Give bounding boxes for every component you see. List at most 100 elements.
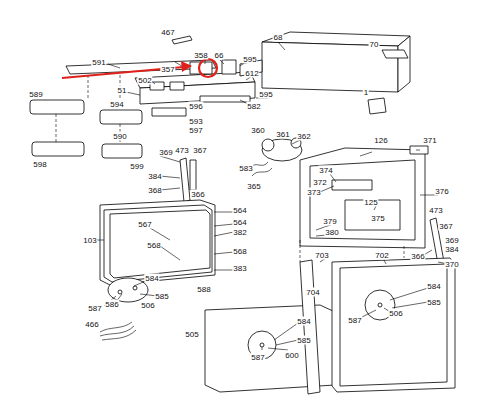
callout-number: 384 [147, 172, 162, 181]
dispenser [332, 180, 372, 190]
button [170, 82, 184, 90]
callout-number: 370 [444, 260, 459, 269]
callout-number: 375 [370, 214, 385, 223]
callout-number: 584 [144, 274, 159, 283]
callout-number: 467 [160, 28, 175, 37]
callout-number: 125 [363, 198, 378, 207]
callout-number: 382 [232, 228, 247, 237]
callout-number: 51 [117, 86, 128, 95]
hinge-arm [180, 158, 190, 202]
callout-number: 590 [112, 132, 127, 141]
highlight-arrowhead [181, 61, 192, 72]
callout-number: 564 [232, 218, 247, 227]
callout-number: 68 [273, 33, 284, 42]
callout-number: 380 [324, 228, 339, 237]
callout-number: 591 [91, 58, 106, 67]
callout-number: 505 [184, 330, 199, 339]
callout-number: 373 [306, 188, 321, 197]
callout-number: 365 [246, 182, 261, 191]
callout-number: 379 [322, 217, 337, 226]
callout-number: 376 [434, 187, 449, 196]
callout-number: 596 [188, 102, 203, 111]
callout-number: 585 [154, 292, 169, 301]
callout-number: 103 [82, 236, 97, 245]
top-panel-side [398, 36, 410, 92]
callout-number: 595 [242, 55, 257, 64]
callout-number: 66 [214, 51, 225, 60]
callout-number: 506 [388, 309, 403, 318]
highlight-circle [199, 59, 217, 77]
callout-number: 372 [312, 178, 327, 187]
callout-number: 502 [137, 76, 152, 85]
callout-number: 582 [246, 102, 261, 111]
callout-number: 598 [32, 160, 47, 169]
callout-number: 466 [84, 320, 99, 329]
hinge-cover [108, 278, 148, 302]
callout-number: 703 [314, 251, 329, 260]
screw [133, 286, 137, 290]
callout-number: 585 [296, 336, 311, 345]
callout-number: 612 [244, 69, 259, 78]
callout-number: 70 [369, 40, 380, 49]
callout-number: 473 [174, 146, 189, 155]
side-strip [300, 260, 320, 394]
callout-number: 587 [250, 353, 265, 362]
callout-number: 367 [438, 222, 453, 231]
push-button [100, 110, 142, 124]
callout-number: 584 [296, 317, 311, 326]
callout-number: 588 [196, 285, 211, 294]
callout-number: 371 [422, 136, 437, 145]
callout-number: 358 [193, 51, 208, 60]
switch [222, 60, 236, 74]
guide-line [56, 75, 404, 262]
outer-door-layer [110, 210, 210, 278]
callout-number: 595 [258, 90, 273, 99]
push-button [102, 144, 142, 158]
leader-line [96, 42, 448, 350]
clip [172, 36, 192, 44]
label-plate [368, 98, 386, 114]
top-panel-front [262, 42, 398, 92]
callout-number: 374 [318, 166, 333, 175]
callout-number: 362 [296, 132, 311, 141]
callout-number: 383 [232, 264, 247, 273]
callout-number: 568 [232, 247, 247, 256]
callout-number: 583 [238, 164, 253, 173]
callout-number: 587 [87, 304, 102, 313]
callout-number: 369 [444, 236, 459, 245]
callout-number: 594 [109, 100, 124, 109]
callout-number: 361 [275, 130, 290, 139]
callout-number: 597 [188, 126, 203, 135]
callout-number: 584 [426, 282, 441, 291]
callout-number: 126 [373, 136, 388, 145]
motor-part [262, 139, 274, 151]
callout-number: 366 [410, 252, 425, 261]
strip [152, 108, 186, 116]
push-button [30, 100, 84, 114]
callout-number: 473 [428, 206, 443, 215]
callout-number: 367 [192, 146, 207, 155]
callout-number: 564 [232, 206, 247, 215]
wire-bundle [100, 322, 136, 340]
callout-number: 357 [160, 65, 175, 74]
callout-number: 366 [190, 190, 205, 199]
door-panel-frame [340, 264, 447, 386]
callout-number: 586 [104, 300, 119, 309]
callout-number: 704 [305, 288, 320, 297]
callout-number: 1 [363, 88, 369, 97]
callout-number: 568 [146, 241, 161, 250]
callout-number: 702 [374, 251, 389, 260]
push-button [32, 142, 84, 156]
callout-number: 585 [426, 298, 441, 307]
outer-door [100, 200, 215, 285]
callout-number: 567 [137, 220, 152, 229]
callout-number: 593 [188, 117, 203, 126]
callout-number: 599 [129, 162, 144, 171]
callout-number: 589 [28, 90, 43, 99]
callout-number: 360 [250, 126, 265, 135]
screw [118, 290, 122, 294]
callout-number: 506 [140, 301, 155, 310]
inner-door [300, 148, 425, 248]
